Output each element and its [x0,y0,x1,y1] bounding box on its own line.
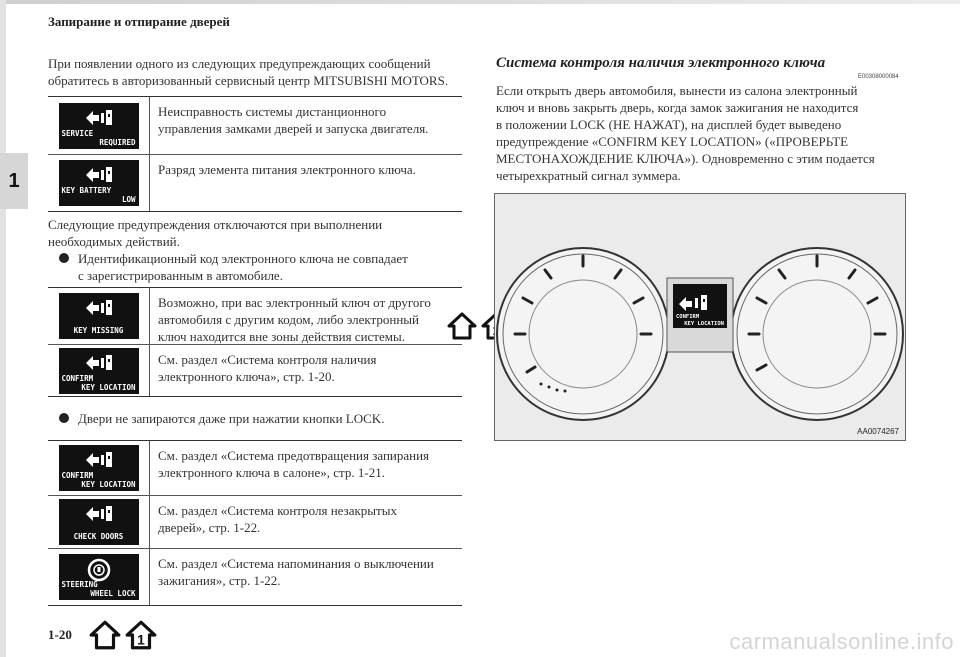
description-cell: См. раздел «Система контроля наличия эле… [150,345,462,396]
bullet-line: с зарегистрированным в автомобиле. [78,268,283,283]
bullet-item: Идентификационный код электронного ключа… [59,250,462,284]
icon-label: SERVICE [61,128,94,138]
table-row: STEERING WHEEL LOCK См. раздел «Система … [48,549,462,605]
instrument-cluster-illustration: CONFIRM KEY LOCATION [495,194,905,440]
table-row: CONFIRM KEY LOCATION См. раздел «Система… [48,345,462,396]
paragraph-line: четырехкратный сигнал зуммера. [496,168,681,183]
description-line: автомобиля с другим кодом, либо электрон… [158,312,419,327]
icon-label: CHECK DOORS [73,532,124,541]
chapter-home-icon[interactable]: 1 [124,618,158,652]
paragraph-line: в положении LOCK (НЕ НАЖАТ), на дисплей … [496,117,842,132]
icon-cell: KEY MISSING [48,288,150,344]
bullet-item: Двери не запираются даже при нажатии кно… [59,410,462,427]
paragraph-line: необходимых действий. [48,234,180,249]
section-code: E00308000084 [858,74,899,80]
table-row: KEY MISSING Возможно, при вас электронны… [48,288,462,345]
icon-label: KEY LOCATION [81,480,136,489]
description-line: Возможно, при вас электронный ключ от др… [158,295,431,310]
icon-cell: CONFIRM KEY LOCATION [48,441,150,495]
warning-table-3: CONFIRM KEY LOCATION См. раздел «Система… [48,440,462,606]
paragraph-line: Следующие предупреждения отключаются при… [48,217,383,232]
key-battery-low-icon: KEY BATTERY LOW [58,160,139,206]
description-line: Неисправность системы дистанционного [158,104,387,119]
home-icon[interactable] [446,310,478,342]
subsection-title: Система контроля наличия электронного кл… [496,55,826,71]
description-line: См. раздел «Система контроля незакрытых [158,503,397,518]
service-required-icon: SERVICE REQUIRED [58,102,139,149]
confirm-key-location-icon: CONFIRM KEY LOCATION [58,347,139,394]
icon-label: LOW [121,195,136,204]
key-missing-icon: KEY MISSING [58,293,139,339]
icon-cell: CHECK DOORS [48,496,150,548]
page-edge [0,0,6,657]
table-row: CONFIRM KEY LOCATION См. раздел «Система… [48,441,462,496]
paragraph-line: Если открыть дверь автомобиля, вынести и… [496,83,858,98]
steering-wheel-lock-icon: STEERING WHEEL LOCK [58,554,139,600]
chapter-tab[interactable]: 1 [0,153,28,209]
warning-table-1: SERVICE REQUIRED Неисправность системы д… [48,96,462,212]
description-cell: Возможно, при вас электронный ключ от др… [150,288,462,344]
icon-cell: STEERING WHEEL LOCK [48,549,150,605]
icon-label: WHEEL LOCK [90,589,136,598]
description-line: Разряд элемента питания электронного клю… [158,162,416,177]
intro-paragraph: При появлении одного из следующих предуп… [48,55,462,89]
display-label: KEY LOCATION [684,321,724,327]
description-line: См. раздел «Система напоминания о выключ… [158,556,434,571]
section-title: Запирание и отпирание дверей [48,14,230,29]
description-cell: Разряд элемента питания электронного клю… [150,155,462,211]
description-line: электронного ключа», стр. 1-20. [158,369,335,384]
display-label: CONFIRM [676,314,700,320]
paragraph-line: предупреждение «CONFIRM KEY LOCATION» («… [496,134,849,149]
paragraph-line: ключ и вновь закрыть дверь, когда замок … [496,100,859,115]
description-line: дверей», стр. 1-22. [158,520,261,535]
description-line: ключ находится вне зоны действия системы… [158,329,405,344]
page-number: 1-20 [48,627,72,642]
description-line: электронного ключа в салоне», стр. 1-21. [158,465,385,480]
warning-table-2: KEY MISSING Возможно, при вас электронны… [48,287,462,397]
icon-label: KEY MISSING [73,326,124,335]
description-cell: Неисправность системы дистанционного упр… [150,97,462,154]
icon-label: KEY BATTERY [61,186,112,195]
description-cell: См. раздел «Система предотвращения запир… [150,441,462,495]
intro-line: обратитесь в авторизованный сервисный це… [48,73,449,88]
description-line: См. раздел «Система контроля наличия [158,352,377,367]
table-row: SERVICE REQUIRED Неисправность системы д… [48,97,462,155]
icon-cell: SERVICE REQUIRED [48,97,150,154]
description-cell: См. раздел «Система напоминания о выключ… [150,549,462,605]
icon-label: CONFIRM [61,373,94,383]
paragraph-line: МЕСТОНАХОЖДЕНИЕ КЛЮЧА»). Одновременно с … [496,151,875,166]
intro-line: При появлении одного из следующих предуп… [48,56,431,71]
table-row: KEY BATTERY LOW Разряд элемента питания … [48,155,462,211]
home-icon[interactable] [88,618,122,652]
watermark: carmanualsonline.info [729,629,954,654]
icon-label: CONFIRM [61,471,94,480]
instrument-cluster-figure: CONFIRM KEY LOCATION AA0074267 [494,193,906,441]
description-line: См. раздел «Система предотвращения запир… [158,448,430,463]
bullet-icon [59,253,69,263]
icon-label: STEERING [61,580,98,589]
table-row: CHECK DOORS См. раздел «Система контроля… [48,496,462,549]
header-bar [0,0,960,4]
bullet-icon [59,413,69,423]
icon-label: REQUIRED [99,137,136,147]
right-paragraph: Если открыть дверь автомобиля, вынести и… [496,82,914,184]
icon-cell: KEY BATTERY LOW [48,155,150,211]
check-doors-icon: CHECK DOORS [58,499,139,545]
figure-code: AA0074267 [857,427,899,436]
bullet-line: Двери не запираются даже при нажатии кно… [78,411,385,426]
description-line: управления замками дверей и запуска двиг… [158,121,429,136]
svg-text:1: 1 [137,632,145,648]
bullet-line: Идентификационный код электронного ключа… [78,251,408,266]
footer-nav-icons: 1 [88,618,158,652]
icon-cell: CONFIRM KEY LOCATION [48,345,150,396]
mid-paragraph: Следующие предупреждения отключаются при… [48,216,462,250]
description-cell: См. раздел «Система контроля незакрытых … [150,496,462,548]
icon-label: KEY LOCATION [81,382,136,392]
confirm-key-location-icon: CONFIRM KEY LOCATION [58,445,139,491]
description-line: зажигания», стр. 1-22. [158,573,281,588]
